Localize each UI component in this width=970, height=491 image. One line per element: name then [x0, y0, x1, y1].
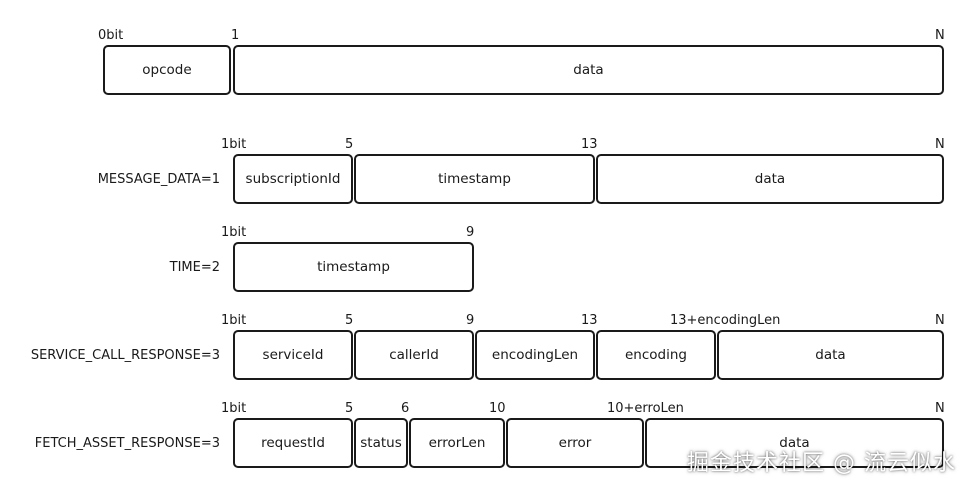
tick-label: 0bit — [98, 28, 124, 43]
tick-label: N — [935, 313, 945, 328]
tick-label: 1bit — [221, 313, 247, 328]
field-data: data — [233, 45, 944, 95]
tick-label: 6 — [401, 401, 410, 416]
tick-label: 9 — [466, 225, 475, 240]
tick-label: 1bit — [221, 137, 247, 152]
field-subscription-id: subscriptionId — [233, 154, 353, 204]
tick-label: 1 — [231, 28, 240, 43]
field-timestamp: timestamp — [354, 154, 595, 204]
tick-label: 5 — [345, 401, 354, 416]
tick-label: 13 — [581, 137, 598, 152]
watermark: 掘金技术社区 @ 流云似水 — [687, 451, 956, 476]
tick-label: 13+encodingLen — [670, 313, 781, 328]
field-encoding-len: encodingLen — [475, 330, 595, 380]
row-label: FETCH_ASSET_RESPONSE=3 — [34, 436, 220, 451]
field-caller-id: callerId — [354, 330, 474, 380]
tick-label: 10+erroLen — [607, 401, 684, 416]
field-error: error — [506, 418, 644, 468]
field-error-len: errorLen — [409, 418, 505, 468]
row-label: SERVICE_CALL_RESPONSE=3 — [30, 348, 220, 363]
tick-label: N — [935, 401, 945, 416]
field-data: data — [645, 418, 944, 468]
row-label: TIME=2 — [169, 260, 220, 275]
row-label: MESSAGE_DATA=1 — [97, 172, 220, 187]
field-service-id: serviceId — [233, 330, 353, 380]
field-timestamp: timestamp — [233, 242, 474, 292]
tick-label: 1bit — [221, 225, 247, 240]
tick-label: N — [935, 137, 945, 152]
field-encoding: encoding — [596, 330, 716, 380]
tick-label: 10 — [489, 401, 506, 416]
tick-label: 5 — [345, 137, 354, 152]
field-status: status — [354, 418, 408, 468]
field-data: data — [596, 154, 944, 204]
tick-label: 9 — [466, 313, 475, 328]
tick-label: N — [935, 28, 945, 43]
tick-label: 1bit — [221, 401, 247, 416]
field-data: data — [717, 330, 944, 380]
field-opcode: opcode — [103, 45, 231, 95]
tick-label: 13 — [581, 313, 598, 328]
field-request-id: requestId — [233, 418, 353, 468]
tick-label: 5 — [345, 313, 354, 328]
